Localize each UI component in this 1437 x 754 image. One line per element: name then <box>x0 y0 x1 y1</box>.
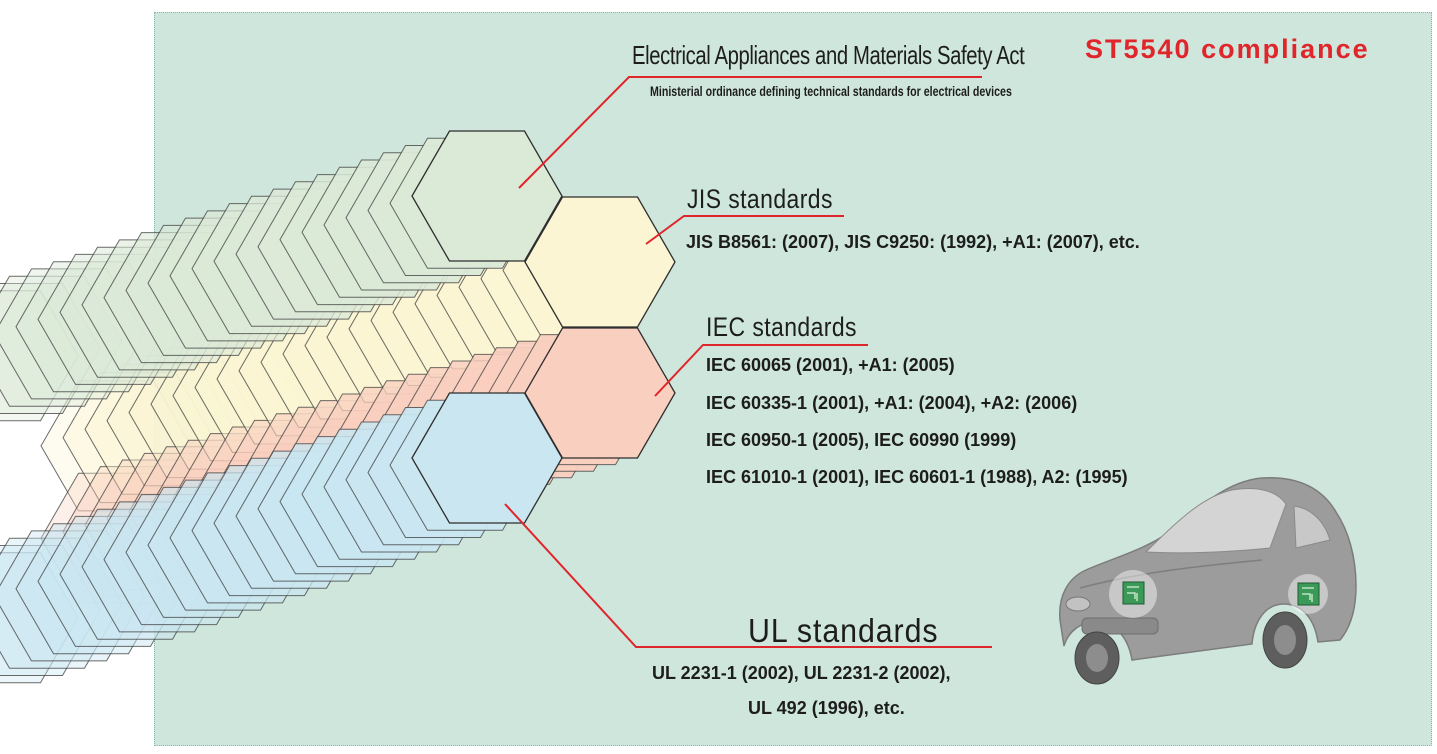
car-front-wheel-rim <box>1086 644 1108 672</box>
car-body <box>1059 477 1357 661</box>
car-windshield <box>1144 488 1287 554</box>
iec-standards-heading: IEC standards <box>706 312 857 342</box>
hexagon-fronts <box>411 130 676 524</box>
hexagon-trail-ul <box>0 552 79 684</box>
iec-standard-line: IEC 60335-1 (2001), +A1: (2004), +A2: (2… <box>706 393 1078 413</box>
leader-line-eam <box>518 76 982 189</box>
hexagon-eam <box>411 130 563 262</box>
iec-standard-line: IEC 60950-1 (2005), IEC 60990 (1999) <box>706 430 1017 450</box>
car-rear-wheel-rim <box>1274 625 1296 655</box>
car-side-window <box>1293 505 1331 549</box>
eam-act-detail: Ministerial ordinance defining technical… <box>650 83 1012 99</box>
hexagon-trail-eam <box>0 290 79 422</box>
hexagon-ul <box>411 392 563 524</box>
diagram-title: ST5540 compliance <box>1085 34 1370 64</box>
ul-standards-heading: UL standards <box>748 612 939 649</box>
leader-line-ul <box>504 503 992 648</box>
hexagon-jis <box>524 196 676 328</box>
eam-act-heading: Electrical Appliances and Materials Safe… <box>632 40 1025 70</box>
car-grille <box>1081 617 1159 635</box>
leader-line-jis <box>645 215 844 245</box>
car-headlight <box>1065 596 1091 612</box>
car-hood-line <box>1079 559 1263 589</box>
jis-standards-detail: JIS B8561: (2007), JIS C9250: (1992), +A… <box>686 232 1140 252</box>
car-illustration-icon <box>1059 477 1357 685</box>
iec-standard-line: IEC 61010-1 (2001), IEC 60601-1 (1988), … <box>706 467 1128 487</box>
ul-standard-line: UL 492 (1996), etc. <box>748 698 905 718</box>
iec-standard-line: IEC 60065 (2001), +A1: (2005) <box>706 355 955 375</box>
jis-standards-heading: JIS standards <box>687 184 833 214</box>
leader-line-iec <box>654 344 868 397</box>
hexagon-trail-jis <box>40 380 192 512</box>
circuit-board-icon <box>1122 581 1145 605</box>
leader-lines <box>504 76 992 648</box>
circuit-board-icon <box>1297 582 1320 606</box>
ul-standard-line: UL 2231-1 (2002), UL 2231-2 (2002), <box>652 663 951 683</box>
